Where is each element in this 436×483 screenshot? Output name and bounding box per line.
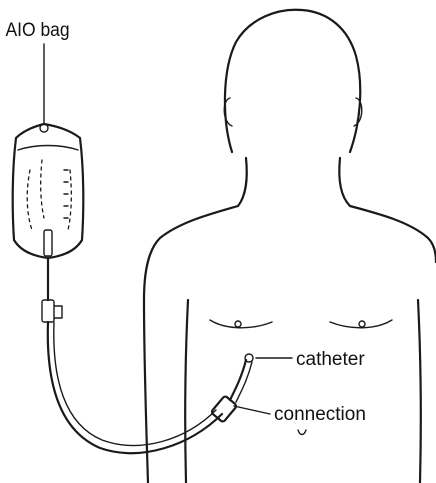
bag-outlet-port — [44, 230, 52, 256]
patient-shoulder-right — [350, 206, 436, 262]
patient-torso-right — [418, 300, 421, 483]
tube-main-inner — [54, 322, 216, 445]
catheter-exit-site — [245, 354, 253, 362]
patient-head — [225, 10, 360, 152]
patient-shoulder-left — [144, 206, 238, 483]
patient-torso-left — [185, 300, 188, 483]
bag-fluid-line-3 — [68, 170, 71, 230]
transfer-tubing — [42, 258, 222, 453]
connection-leader-line — [234, 406, 270, 414]
connection-fitting — [211, 395, 237, 422]
bag-graduation-ticks — [64, 170, 68, 218]
catheter-label: catheter — [296, 349, 365, 370]
catheter-assembly — [211, 354, 253, 423]
bag-label: AIO bag — [6, 18, 70, 40]
tube-clamp-wing — [54, 306, 62, 318]
tube-clamp — [42, 300, 54, 322]
patient-navel — [298, 430, 306, 435]
patient-neck-left — [238, 158, 247, 206]
catheter-tube — [230, 360, 246, 400]
tube-main — [48, 322, 222, 453]
patient-neck-right — [339, 158, 350, 206]
bag-fluid-line-2 — [41, 160, 44, 218]
aio-bag — [13, 124, 84, 258]
bag-fluid-line-1 — [27, 170, 32, 230]
bag-top-seal — [18, 146, 78, 151]
connection-label: connection — [274, 404, 366, 425]
bag-outline — [13, 124, 84, 258]
patient-nipple-right — [359, 321, 365, 327]
patient-nipple-left — [235, 321, 241, 327]
